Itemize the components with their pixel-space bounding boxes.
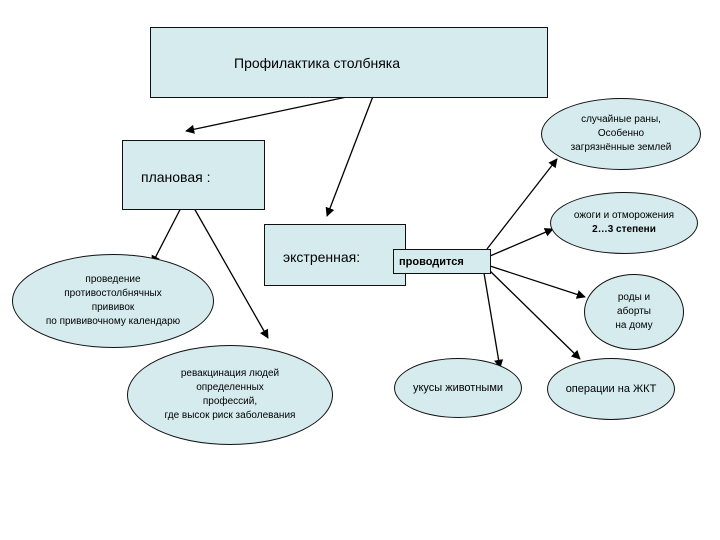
planned-item-calendar: проведение противостолбнячных прививок п… <box>12 254 214 348</box>
planned-item-revaccination: ревакцинация людей определенных професси… <box>127 345 333 445</box>
planned-label: плановая : <box>141 169 211 185</box>
arrow-planned-to-revaccination <box>189 200 269 339</box>
planned-box <box>122 140 265 210</box>
emergency-item-burns: ожоги и отморожения 2…3 степени <box>550 192 698 254</box>
title-label: Профилактика столбняка <box>234 55 401 71</box>
arrow-planned-to-calendar <box>151 199 186 265</box>
emergency-item-wounds: случайные раны, Особенно загрязнённые зе… <box>541 98 701 170</box>
arrow-emergency-to-burns <box>489 228 554 257</box>
emergency-item-births: роды и аборты на дому <box>584 274 684 350</box>
emergency-sub-box <box>393 249 491 274</box>
emergency-box <box>264 224 406 286</box>
emergency-item-operations: операции на ЖКТ <box>547 358 675 420</box>
arrow-emergency-to-births <box>489 265 586 299</box>
title-box <box>150 27 548 98</box>
emergency-sub-label: проводится <box>399 256 464 268</box>
arrow-title-to-emergency <box>325 90 376 217</box>
arrow-emergency-to-bites <box>483 272 504 369</box>
arrow-emergency-to-operations <box>487 268 581 360</box>
emergency-item-bites: укусы животными <box>394 358 522 418</box>
emergency-label: экстренная: <box>283 249 361 265</box>
arrow-emergency-to-wounds <box>486 158 558 250</box>
